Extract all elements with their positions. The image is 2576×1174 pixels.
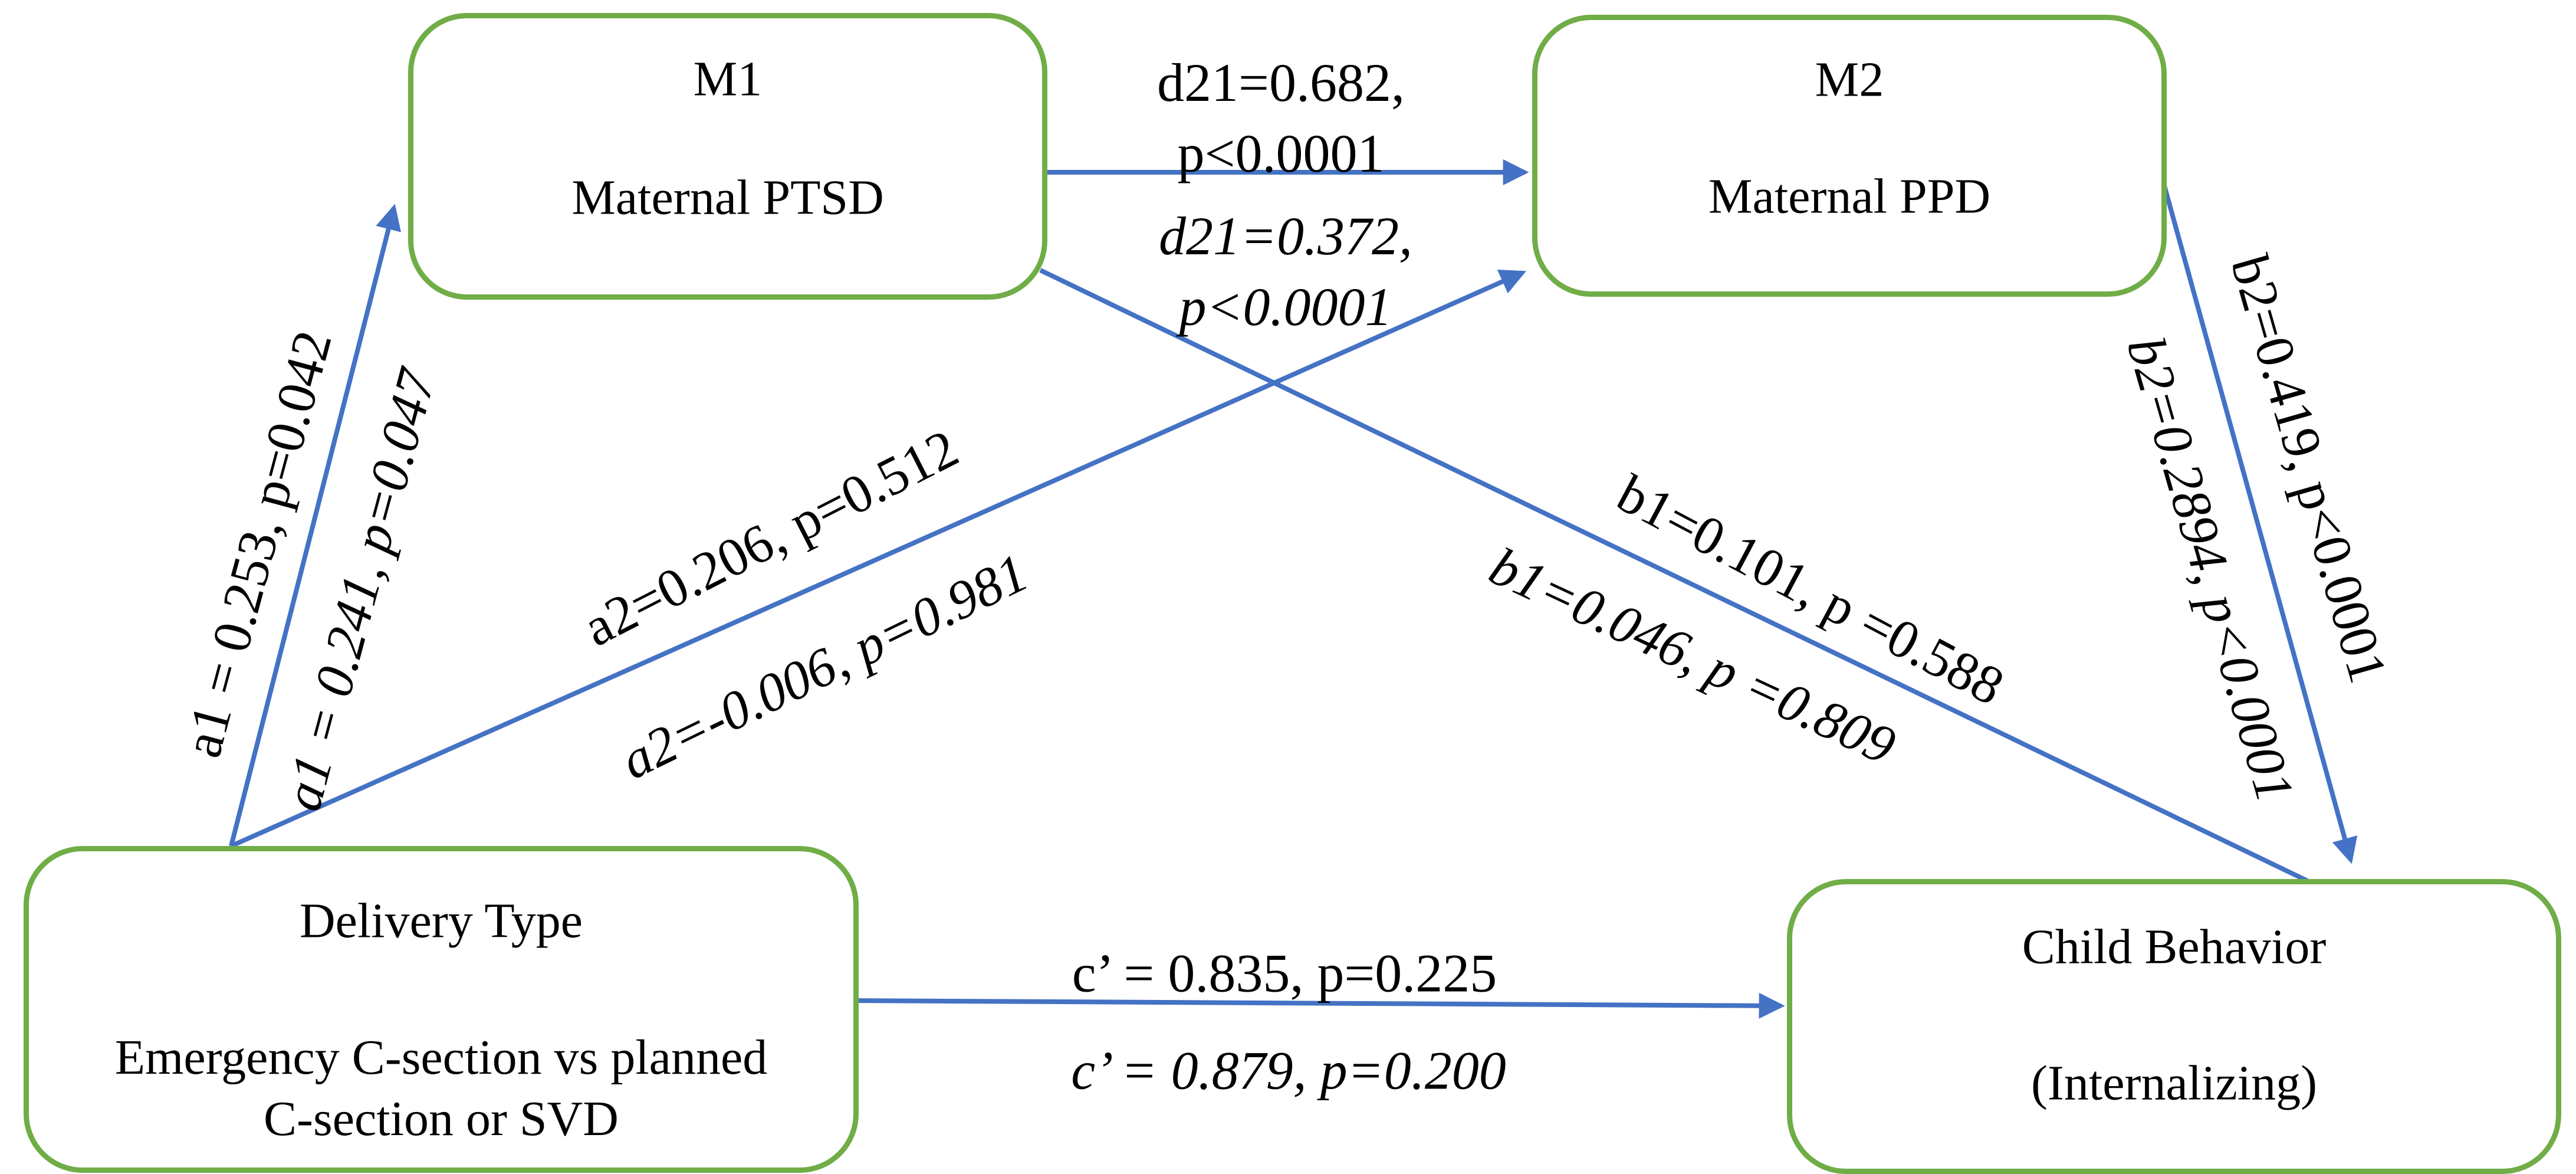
node-m1: M1 Maternal PTSD xyxy=(408,13,1047,300)
node-m2: M2 Maternal PPD xyxy=(1532,15,2167,297)
arrow-c-prime xyxy=(849,992,1785,1019)
label-c-prime-secondary: c’ = 0.879, p=0.200 xyxy=(1071,1040,1506,1101)
label-d21-primary-line2: p<0.0001 xyxy=(1177,123,1385,183)
node-m1-name: Maternal PTSD xyxy=(571,170,884,225)
node-child-behavior: Child Behavior (Internalizing) xyxy=(1787,879,2561,1174)
node-delivery-type-subtitle-line1: Emergency C-section vs planned xyxy=(114,1030,768,1085)
node-delivery-type-title: Delivery Type xyxy=(299,893,583,949)
node-delivery-type-subtitle-line2: C-section or SVD xyxy=(264,1091,619,1146)
arrow-b1 xyxy=(1039,268,2354,904)
arrow-a2 xyxy=(230,270,1527,848)
label-c-prime-primary: c’ = 0.835, p=0.225 xyxy=(1072,943,1497,1004)
label-d21-secondary-line1: d21=0.372, xyxy=(1158,206,1413,266)
node-m1-id-label: M1 xyxy=(693,51,763,107)
arrow-b2 xyxy=(2154,157,2358,864)
arrow-a1 xyxy=(229,204,402,847)
label-d21-primary-line1: d21=0.682, xyxy=(1157,53,1405,113)
label-d21-secondary-line2: p<0.0001 xyxy=(1179,277,1392,337)
node-m2-name: Maternal PPD xyxy=(1708,169,1991,224)
node-delivery-type: Delivery Type Emergency C-section vs pla… xyxy=(24,846,859,1173)
node-m2-id-label: M2 xyxy=(1815,52,1884,107)
node-child-behavior-title: Child Behavior xyxy=(2022,919,2327,975)
label-d21-primary: d21=0.682, p<0.0001 xyxy=(1157,47,1405,189)
node-child-behavior-subtitle: (Internalizing) xyxy=(2030,1055,2318,1111)
node-delivery-type-subtitle: Emergency C-section vs planned C-section… xyxy=(29,1027,853,1150)
label-d21-secondary: d21=0.372, p<0.0001 xyxy=(1159,201,1412,342)
